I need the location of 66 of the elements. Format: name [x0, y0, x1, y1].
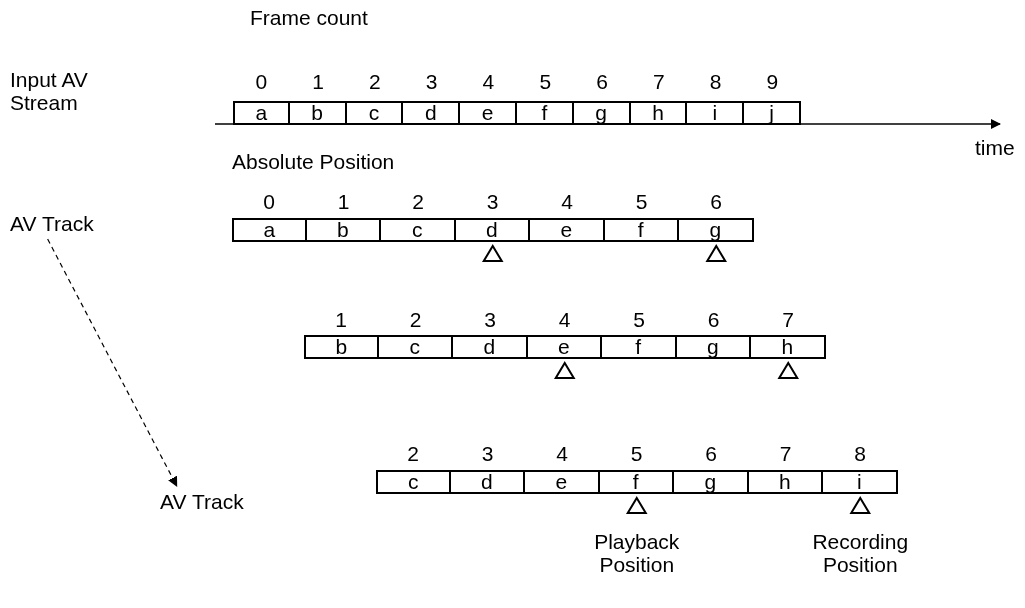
frame-number: 9 [766, 70, 779, 94]
frame-number: 5 [635, 190, 648, 214]
frame-cell: e [528, 218, 605, 242]
frame-number: 6 [705, 442, 717, 466]
frame-cell: d [401, 101, 461, 125]
frame-number: 0 [255, 70, 268, 94]
frame-number: 4 [561, 190, 573, 214]
frame-number: 6 [710, 190, 722, 214]
frame-number: 5 [633, 308, 645, 332]
frame-number: 3 [484, 308, 496, 332]
frame-number: 4 [556, 442, 568, 466]
frame-number: 5 [630, 442, 643, 466]
frame-number: 2 [409, 308, 422, 332]
frame-cell: f [600, 335, 677, 359]
frame-number: 2 [369, 70, 381, 94]
frame-cell: d [453, 218, 530, 242]
marker-label: Playback Position [593, 530, 681, 577]
frame-cell: a [232, 218, 307, 242]
track-label: AV Track [10, 212, 94, 236]
frame-cell: f [597, 470, 674, 494]
frame-cell: h [628, 101, 688, 125]
frame-cell: h [749, 335, 826, 359]
frame-cell: i [685, 101, 745, 125]
frame-number: 6 [707, 308, 720, 332]
frame-number: 7 [782, 308, 794, 332]
frame-cell: f [515, 101, 574, 125]
frame-number: 2 [412, 190, 424, 214]
frame-number: 2 [407, 442, 419, 466]
frame-cell: a [233, 101, 290, 125]
row-label: Input AV Stream [10, 68, 89, 115]
frame-number: 3 [486, 190, 499, 214]
frame-number: 7 [779, 442, 792, 466]
marker-label: Recording Position [811, 530, 910, 577]
frame-cell: c [344, 101, 404, 125]
frame-cell: b [304, 218, 381, 242]
frame-number: 4 [482, 70, 495, 94]
frame-cell: c [376, 335, 453, 359]
frame-number: 6 [596, 70, 608, 94]
frame-cell: d [451, 335, 528, 359]
frame-number: 7 [653, 70, 665, 94]
frame-number: 5 [539, 70, 552, 94]
frame-cell: h [746, 470, 823, 494]
frame-number: 3 [481, 442, 494, 466]
track-label: AV Track [160, 490, 244, 514]
frame-cell: i [821, 470, 898, 494]
axis-title: Absolute Position [232, 150, 395, 174]
frame-cell: d [448, 470, 525, 494]
frame-number: 1 [337, 190, 350, 214]
frame-number: 8 [854, 442, 866, 466]
frame-number: 1 [312, 70, 324, 94]
frame-cell: b [304, 335, 379, 359]
frame-number: 0 [263, 190, 275, 214]
arrow [47, 238, 178, 487]
frame-cell: e [523, 470, 600, 494]
frame-cell: c [379, 218, 456, 242]
frame-number: 8 [709, 70, 722, 94]
frame-cell: c [376, 470, 451, 494]
axis-label: time [975, 136, 1015, 160]
frame-number: 4 [558, 308, 571, 332]
frame-number: 3 [425, 70, 438, 94]
frame-cell: e [458, 101, 517, 125]
frame-cell: b [287, 101, 347, 125]
frame-number: 1 [335, 308, 347, 332]
axis-title: Frame count [250, 6, 368, 30]
frame-cell: e [525, 335, 602, 359]
frame-cell: f [602, 218, 679, 242]
